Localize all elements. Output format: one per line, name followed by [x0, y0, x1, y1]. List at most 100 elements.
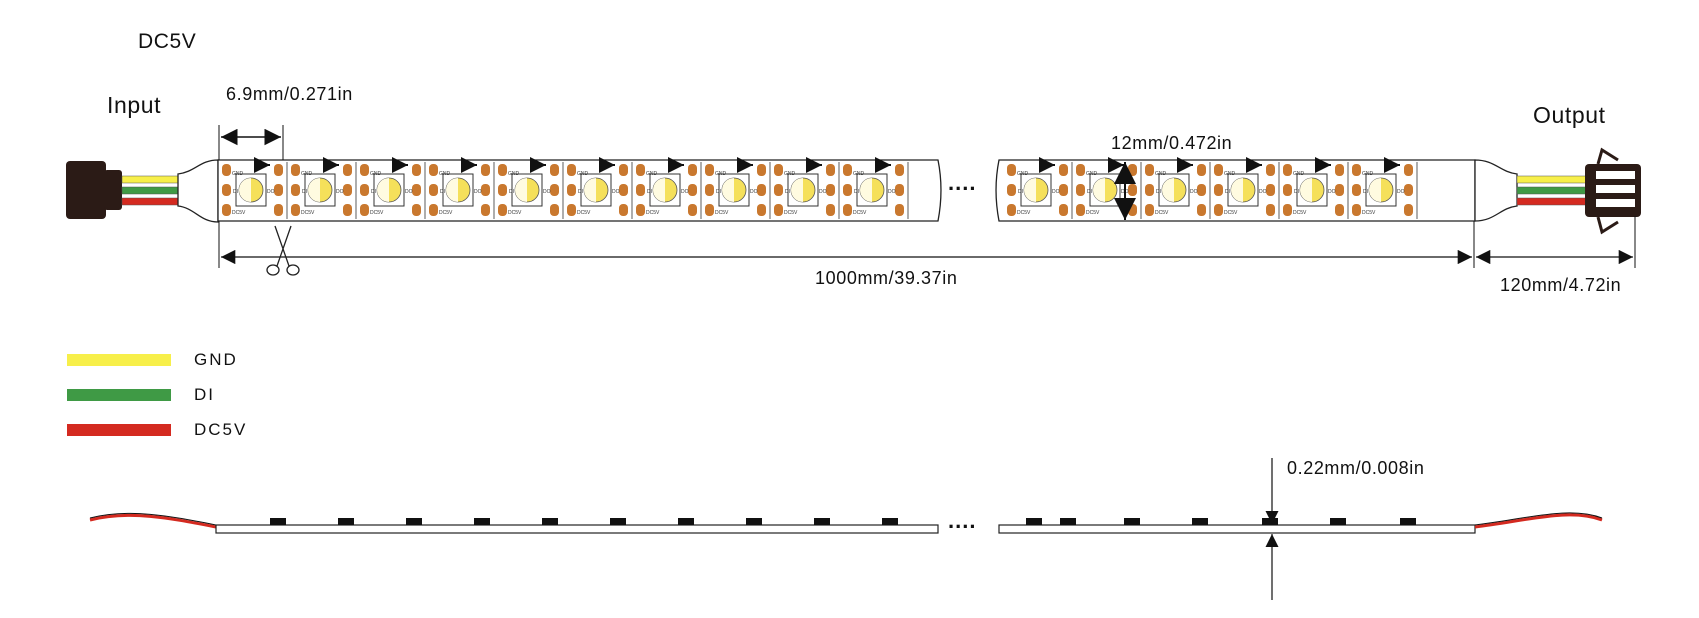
solder-pad [774, 164, 783, 176]
led-lens-highlight [446, 178, 458, 202]
solder-pad [619, 164, 628, 176]
solder-pad [1197, 184, 1206, 196]
pad-label-gnd: GND [370, 171, 382, 177]
side-wire-left [89, 513, 217, 529]
led-lens-highlight [584, 178, 596, 202]
pad-label-gnd: GND [577, 171, 589, 177]
solder-pad [360, 164, 369, 176]
voltage-label: DC5V [138, 30, 197, 53]
pad-label-gnd: GND [1224, 171, 1236, 177]
pad-label-gnd: GND [301, 171, 313, 177]
lead-length-label: 120mm/4.72in [1500, 275, 1622, 295]
solder-pad [1352, 184, 1361, 196]
pad-label-dc5v: DC5V [1086, 210, 1100, 216]
pad-label-dc5v: DC5V [370, 210, 384, 216]
solder-pad [567, 204, 576, 216]
solder-pad [757, 164, 766, 176]
length-label: 1000mm/39.37in [815, 268, 958, 288]
pad-label-do: DO [1052, 189, 1060, 195]
solder-pad [1404, 204, 1413, 216]
pad-label-do: DO [819, 189, 827, 195]
led-lens-highlight [722, 178, 734, 202]
pad-label-di: DI [302, 189, 307, 195]
led-lens-highlight [1093, 178, 1105, 202]
led-lens-highlight [1231, 178, 1243, 202]
solder-pad [636, 164, 645, 176]
solder-pad [1007, 164, 1016, 176]
strip-gap-ellipsis: .... [948, 170, 977, 195]
side-gap-ellipsis: .... [948, 508, 977, 533]
input-sleeve [177, 159, 219, 223]
led-lens-highlight [515, 178, 527, 202]
solder-pad [1352, 204, 1361, 216]
solder-pad [1404, 184, 1413, 196]
side-led-chip [542, 518, 558, 525]
solder-pad [1266, 204, 1275, 216]
solder-pad [843, 184, 852, 196]
solder-pad [412, 164, 421, 176]
solder-pad [774, 184, 783, 196]
pad-label-do: DO [612, 189, 620, 195]
side-strip-right [998, 524, 1476, 534]
solder-pad [1283, 164, 1292, 176]
side-led-chips [270, 518, 1416, 525]
solder-pad [1076, 204, 1085, 216]
led-lens-highlight [791, 178, 803, 202]
pad-label-di: DI [854, 189, 859, 195]
solder-pad [222, 204, 231, 216]
pad-label-dc5v: DC5V [1293, 210, 1307, 216]
pad-label-do: DO [1259, 189, 1267, 195]
solder-pad [843, 164, 852, 176]
legend-swatch-gnd [67, 354, 171, 366]
pad-label-dc5v: DC5V [853, 210, 867, 216]
pad-label-dc5v: DC5V [439, 210, 453, 216]
pad-label-dc5v: DC5V [232, 210, 246, 216]
solder-pad [1266, 164, 1275, 176]
side-led-chip [610, 518, 626, 525]
side-led-chip [406, 518, 422, 525]
solder-pad [619, 204, 628, 216]
solder-pad [1007, 184, 1016, 196]
solder-pad [1352, 164, 1361, 176]
pad-label-gnd: GND [1155, 171, 1167, 177]
side-led-chip [1026, 518, 1042, 525]
side-led-chip [270, 518, 286, 525]
thickness-label: 0.22mm/0.008in [1287, 458, 1425, 478]
pad-label-gnd: GND [853, 171, 865, 177]
led-lens-highlight [377, 178, 389, 202]
length-dimension [218, 221, 1475, 268]
led-lens-highlight [860, 178, 872, 202]
solder-pad [688, 204, 697, 216]
pad-label-dc5v: DC5V [577, 210, 591, 216]
solder-pad [1335, 164, 1344, 176]
pad-label-gnd: GND [646, 171, 658, 177]
pad-label-di: DI [509, 189, 514, 195]
solder-pad [481, 204, 490, 216]
pad-label-di: DI [371, 189, 376, 195]
side-led-chip [678, 518, 694, 525]
solder-pad [343, 184, 352, 196]
pad-label-gnd: GND [784, 171, 796, 177]
pad-label-di: DI [785, 189, 790, 195]
pad-label-do: DO [1328, 189, 1336, 195]
solder-pad [222, 164, 231, 176]
pad-label-do: DO [543, 189, 551, 195]
solder-pad [757, 184, 766, 196]
pitch-dimension [218, 125, 284, 160]
input-connector [66, 159, 219, 223]
pad-label-di: DI [578, 189, 583, 195]
solder-pad [895, 184, 904, 196]
solder-pad [757, 204, 766, 216]
solder-pad [412, 204, 421, 216]
output-label: Output [1533, 102, 1606, 128]
solder-pad [360, 204, 369, 216]
legend-label-dc5v: DC5V [194, 420, 248, 439]
solder-pad [843, 204, 852, 216]
connector-female-icon [1585, 147, 1641, 235]
solder-pad [1335, 204, 1344, 216]
